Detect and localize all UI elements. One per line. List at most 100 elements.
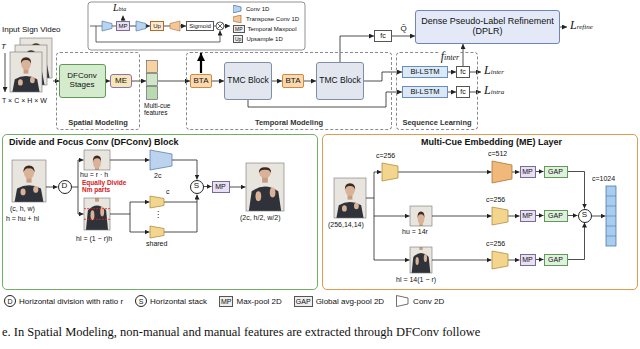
legend-text: Max-pool 2D [236, 297, 281, 306]
legend-sample: MP [233, 25, 245, 33]
annotation: Input Sign Video [2, 25, 61, 34]
connector [340, 36, 374, 62]
connector [304, 81, 316, 82]
conv-symbol [233, 15, 241, 23]
annotation: c=512 [488, 150, 507, 158]
connector [568, 172, 585, 209]
legend-sample [396, 295, 410, 307]
maxpool-box: MP [116, 21, 130, 31]
legend-item: GAPGlobal avg-pool 2D [294, 296, 384, 307]
wire [224, 26, 230, 27]
loss-label: Lrefine [570, 19, 593, 32]
process-box: DFConv Stages [59, 64, 106, 98]
node-label: Dense Pseudo-Label Refinement (DPLR) [420, 17, 555, 37]
node-label: BTA [194, 77, 209, 86]
video-frames [10, 38, 52, 92]
upsample-box: Up [150, 21, 164, 31]
annotation: (c, h, w) [10, 205, 35, 213]
legend-sample: Up [233, 35, 243, 43]
signer-image [12, 149, 284, 230]
annotation: c=1024 [592, 175, 615, 183]
region-label: Spatial Modeling [57, 118, 139, 127]
wire [366, 198, 374, 199]
feature-bar [147, 61, 158, 73]
signer-image [12, 160, 46, 202]
signer-image [12, 160, 46, 202]
module-region: Spatial ModelingDFConv StagesME [56, 52, 140, 130]
connector [568, 223, 585, 260]
wire [110, 214, 130, 215]
loss-label: Lbta [113, 2, 126, 13]
wire [366, 27, 606, 260]
panel-heading: Divide and Focus Conv (DFConv) Block [9, 137, 179, 147]
conv-symbol [233, 5, 243, 13]
symbol-letter: GAP [296, 298, 311, 305]
node-label: DFConv Stages [60, 72, 105, 90]
node-label: MP [215, 183, 226, 191]
annotation: c=256 [376, 152, 395, 160]
wire [46, 187, 58, 188]
annotation: 2c [154, 172, 161, 180]
signer-image [410, 206, 432, 248]
avgpool-box: GAP [544, 254, 568, 266]
loss-label: Linter [484, 64, 504, 77]
lstm-box: Bi-LSTM [402, 66, 448, 78]
signer-image [84, 150, 110, 170]
signer-image [334, 178, 366, 218]
node-label: fc [460, 68, 465, 76]
symbol-letter: D [7, 298, 12, 305]
legend-item: Transpose Conv 1D [233, 15, 299, 23]
attention-box: BTA [282, 74, 304, 88]
multiply-symbol [216, 22, 224, 30]
node-label: D [62, 182, 68, 191]
conv2d-symbol [150, 196, 164, 208]
module-region: Temporal ModelingBTATMC BlockBTATMC Bloc… [186, 52, 392, 130]
node-label: MP [522, 212, 533, 220]
edge-label: Q̃ [399, 24, 407, 33]
annotation: Equally Divide Nm parts [82, 179, 138, 194]
annotation: c=256 [486, 196, 505, 204]
signer-image [410, 247, 432, 273]
loss-label: Lintra [484, 84, 504, 97]
operator-circle: S [578, 209, 592, 223]
connector [448, 92, 456, 93]
annotation: T [1, 42, 6, 51]
operator-circle: S [190, 180, 204, 194]
sigmoid-box: Sigmoid [186, 21, 214, 31]
legend-item: MP Max-pool 2D [219, 296, 282, 307]
caption: e. In Spatial Modeling, non-manual and m… [2, 325, 480, 340]
feature-vector [606, 196, 616, 236]
symbol-letter: S [139, 298, 144, 305]
annotation: c=256 [486, 240, 505, 248]
wire [398, 172, 492, 173]
fc-box: fc [456, 86, 470, 98]
legend-text: Horizontal stack [150, 297, 207, 306]
symbol-letter: MP [221, 298, 232, 305]
zoom-pointer [200, 53, 202, 73]
node-label: BTA [286, 77, 301, 86]
signer-image [334, 178, 366, 218]
avgpool-box: GAP [544, 210, 568, 222]
connector [448, 72, 456, 73]
wire [374, 260, 410, 261]
wire [508, 260, 520, 261]
node-label: GAP [548, 168, 563, 176]
conv2d-symbol [492, 251, 508, 269]
feature-vector [606, 186, 616, 246]
feature-bar [147, 74, 158, 86]
node-label: GAP [548, 256, 563, 264]
node-label: Bi-LSTM [410, 88, 439, 96]
maxpool-box: MP [520, 254, 536, 266]
attention-box: BTA [190, 74, 212, 88]
process-box: TMC Block [224, 62, 272, 100]
feature-vector [606, 186, 616, 246]
feature-stack: Multi-cue features [146, 60, 158, 100]
module-region: Sequence LearningBi-LSTMfcBi-LSTMfc [396, 52, 478, 130]
conv2d-symbol [382, 161, 512, 269]
wire [230, 187, 246, 188]
multiply-symbol [216, 22, 224, 30]
signer-image [84, 198, 110, 230]
region-label: Temporal Modeling [187, 118, 391, 127]
feature-bar [147, 87, 158, 100]
inset-frame [88, 2, 305, 50]
